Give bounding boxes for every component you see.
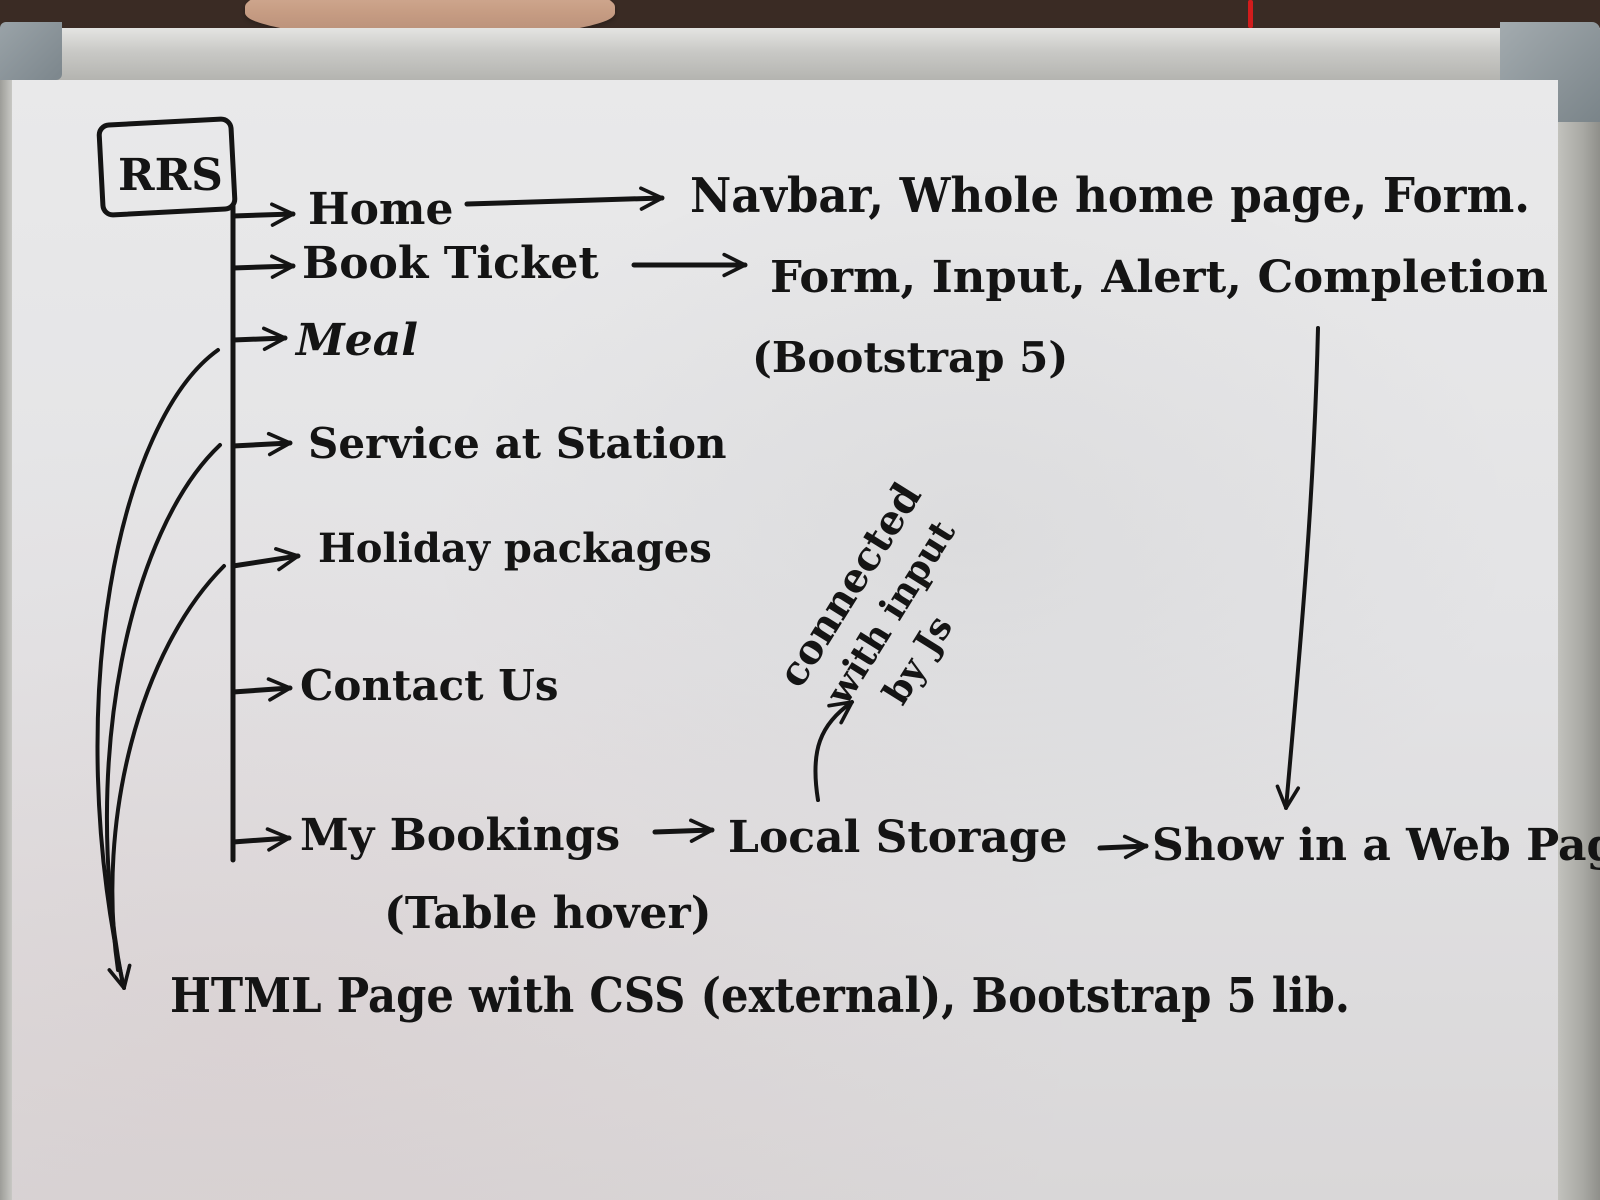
branch-label-my-bookings: My Bookings (300, 810, 620, 861)
branch-label-contact: Contact Us (300, 661, 558, 710)
show-web-page-label: Show in a Web Page (1152, 820, 1600, 871)
branch-label-home: Home (308, 184, 453, 235)
root-label: RRS (118, 150, 223, 201)
local-storage-label: Local Storage (728, 812, 1068, 863)
arrow-js-up (813, 700, 854, 802)
arrow-home-details (464, 186, 665, 211)
frame-corner-left (0, 22, 62, 80)
table-hover-note: (Table hover) (384, 888, 712, 939)
arrow-completion-down (1275, 326, 1320, 810)
root-box (96, 116, 238, 218)
board-frame-right (1558, 40, 1600, 1200)
branch-arrow-book-ticket (230, 254, 296, 279)
footer-text: HTML Page with CSS (external), Bootstrap… (170, 968, 1350, 1024)
branch-arrow-meal (230, 326, 288, 352)
branch-label-meal: Meal (294, 315, 418, 366)
curve-arrow-holiday (110, 564, 226, 972)
curve-arrow-service (104, 443, 222, 982)
branch-arrow-holiday (230, 547, 301, 572)
arrow-storage-web (1097, 834, 1149, 860)
bootstrap-note: (Bootstrap 5) (752, 333, 1068, 382)
book-ticket-details: Form, Input, Alert, Completion (770, 252, 1548, 303)
branch-label-holiday: Holiday packages (318, 525, 712, 572)
board-frame-left (0, 40, 12, 1200)
board-frame-top (0, 28, 1600, 82)
red-wire (1248, 0, 1253, 28)
branch-arrow-contact (230, 677, 293, 702)
branch-label-service: Service at Station (308, 419, 727, 468)
curve-arrow-meal (95, 348, 220, 990)
home-details: Navbar, Whole home page, Form. (690, 168, 1530, 224)
arrow-bookings-storage (652, 818, 715, 843)
branch-label-book-ticket: Book Ticket (302, 238, 599, 289)
branch-arrow-service (230, 431, 293, 457)
branch-arrow-home (230, 202, 296, 227)
branch-arrow-my-bookings (230, 827, 292, 852)
js-note: connected with input by Js (769, 475, 964, 713)
